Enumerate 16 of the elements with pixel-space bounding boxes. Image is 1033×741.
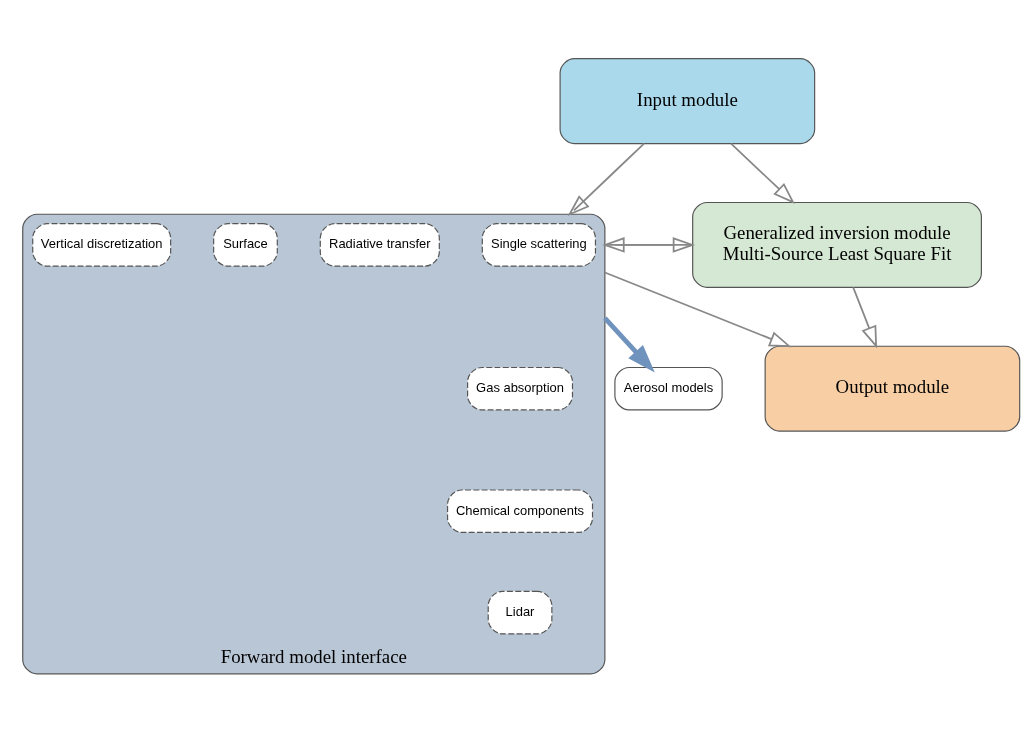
node-box: Gas absorption	[467, 366, 574, 410]
node-box: Input module	[559, 57, 816, 144]
node-box: Single scattering	[481, 222, 597, 267]
node-box: Aerosol models	[614, 366, 723, 410]
arrow	[730, 142, 795, 204]
node-box: Vertical discretization	[32, 222, 172, 267]
node-box: Output module	[764, 345, 1021, 432]
node-box: Lidar	[487, 590, 553, 634]
arrow	[852, 286, 878, 348]
arrow	[567, 142, 645, 216]
node-box: Chemical components	[446, 488, 594, 533]
node-box: Radiative transfer	[319, 222, 440, 267]
arrow	[604, 271, 792, 347]
node-box: Surface	[213, 222, 278, 267]
arrow	[603, 316, 655, 373]
node-box: Generalized inversion module Multi-Source Least Square Fit	[692, 201, 982, 288]
